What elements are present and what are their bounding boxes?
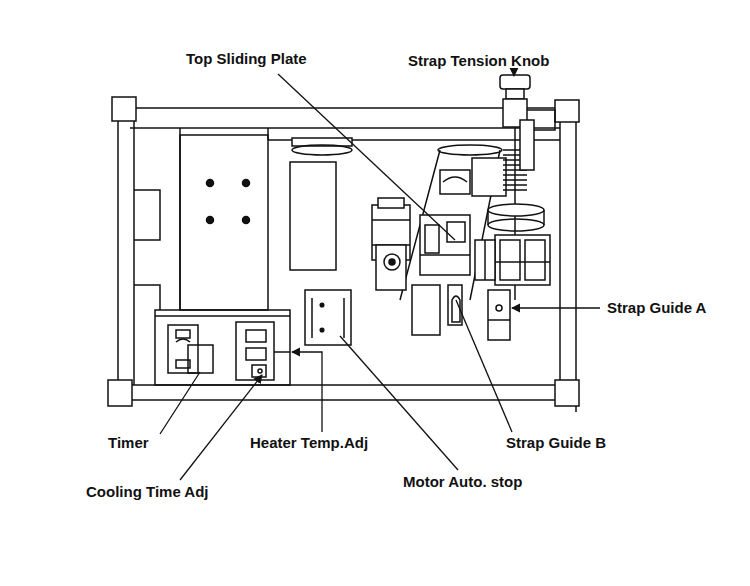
part-label: Strap Tension Knob [408, 52, 549, 70]
part-label: Motor Auto. stop [403, 473, 522, 491]
part-label: Timer [108, 434, 149, 452]
part-label: Top Sliding Plate [186, 50, 307, 68]
part-label: Strap Guide A [607, 299, 706, 317]
part-label: Heater Temp.Adj [250, 434, 368, 452]
part-label: Cooling Time Adj [86, 483, 209, 501]
part-label: Strap Guide B [506, 434, 606, 452]
